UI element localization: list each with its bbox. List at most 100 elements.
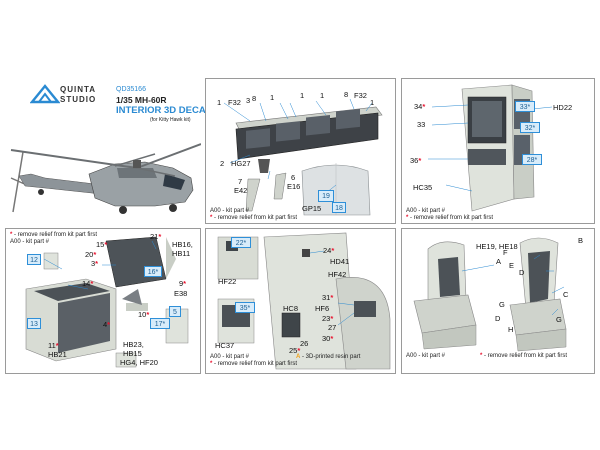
p3-box-33: 33* xyxy=(515,101,535,112)
p4-label-hb15: HB15 xyxy=(123,349,142,358)
p6-note-remove: * - remove relief from kit part first xyxy=(480,353,568,359)
p6-label-d2: D xyxy=(495,314,501,323)
p6-label-g2: G xyxy=(556,315,562,324)
p2-note-remove: * - remove relief from kit part first xyxy=(210,215,297,222)
p6-label-he19: HE19, HE18 xyxy=(476,242,518,251)
p5-label-hf22: HF22 xyxy=(218,277,237,286)
p5-label-hf42: HF42 xyxy=(328,270,347,279)
panel-seats xyxy=(401,228,595,374)
p2-box-19: 19 xyxy=(318,190,334,202)
p4-note-remove: * - remove relief from kit part first xyxy=(10,232,98,238)
p5-label-27: 27 xyxy=(328,323,337,332)
p3-label-7: HC35 xyxy=(413,183,433,192)
p6-label-e: E xyxy=(509,261,515,270)
p2-label-5: 1 xyxy=(320,91,325,100)
p2-label-1: 3 xyxy=(246,96,251,105)
p3-note-remove: * - remove relief from kit part first xyxy=(406,215,494,221)
p2-label-gp15: GP15 xyxy=(302,204,322,213)
p2-label-2: 8 xyxy=(252,94,257,103)
product-title: INTERIOR 3D DECAL xyxy=(116,105,212,116)
p4-box-12: 12 xyxy=(27,254,41,265)
panel-side-console xyxy=(401,78,595,224)
p5-box-35: 35* xyxy=(235,302,255,313)
p5-label-hc8: HC8 xyxy=(283,304,299,313)
panel3-drawing xyxy=(428,84,553,212)
p5-label-23: 23* xyxy=(322,314,334,323)
p5-label-26: 26 xyxy=(300,339,309,348)
p4-label-3: 3* xyxy=(91,259,99,268)
product-kit: (for Kitty Hawk kit) xyxy=(150,117,191,123)
p5-note-remove: * - remove relief from kit part first xyxy=(210,361,298,367)
p4-label-15: 15* xyxy=(96,240,108,249)
p5-label-24: 24* xyxy=(323,246,335,255)
p2-label-8: 1 xyxy=(370,98,375,107)
p2-label-13: E42 xyxy=(234,186,248,195)
panel-instrument-panel xyxy=(205,78,396,224)
p2-note-remove-text: - remove relief from kit part first xyxy=(214,215,298,221)
star-marker: * xyxy=(210,215,213,221)
p2-label-0: F32 xyxy=(228,98,241,107)
p3-label-3: HD22 xyxy=(553,103,573,112)
p4-box-16: 16* xyxy=(144,266,162,277)
p6-label-f: F xyxy=(503,248,508,257)
p6-label-b: B xyxy=(578,236,584,245)
p2-label-7: F32 xyxy=(354,91,367,100)
p6-note-kit: A00 - kit part # xyxy=(406,353,446,359)
p5-label-25: 25* xyxy=(289,346,301,355)
panel6-drawing xyxy=(413,237,567,352)
p4-label-20: 20* xyxy=(85,250,97,259)
p5-label-hc37: HC37 xyxy=(215,341,235,350)
p2-label-14: 6 xyxy=(291,173,296,182)
p5-label-hf6: HF6 xyxy=(315,304,330,313)
p5-box-22: 22* xyxy=(231,237,251,248)
p3-label-6: 36* xyxy=(410,156,422,165)
p6-label-g: G xyxy=(499,300,505,309)
p4-box-17: 17* xyxy=(150,318,170,329)
panel-cabin-parts xyxy=(205,228,396,374)
p3-box-32: 32* xyxy=(520,122,540,133)
p2-note-kit: A00 - kit part # xyxy=(210,208,250,214)
p4-label-e38: E38 xyxy=(174,289,188,298)
p2-label-12: 7 xyxy=(238,177,243,186)
p6-label-a: A xyxy=(496,257,502,266)
p2-label-6: 8 xyxy=(344,90,349,99)
brand-line1: QUINTA xyxy=(60,85,97,94)
quinta-logo xyxy=(30,84,60,104)
p2-label-3: 1 xyxy=(217,98,222,107)
p5-label-30: 30* xyxy=(322,334,334,343)
p5-label-31: 31* xyxy=(322,293,334,302)
p5-label-hd41: HD41 xyxy=(330,257,350,266)
brand-line2: STUDIO xyxy=(60,95,97,104)
p6-label-c: C xyxy=(563,290,569,299)
p4-label-hb23: HB23, xyxy=(123,340,144,349)
p4-note-kit: A00 - kit part # xyxy=(10,239,50,245)
p4-label-4: 4* xyxy=(103,320,111,329)
p2-label-11: HG27 xyxy=(231,159,251,168)
panel2-drawing xyxy=(223,98,383,216)
p3-box-28: 28* xyxy=(522,154,542,165)
p6-label-h: H xyxy=(508,325,514,334)
p3-note-kit: A00 - kit part # xyxy=(406,208,446,214)
p6-label-d: D xyxy=(519,268,525,277)
p2-label-9: 1 xyxy=(300,91,305,100)
p4-label-hb16: HB16, xyxy=(172,240,193,249)
p4-label-hb21: HB21 xyxy=(48,350,67,359)
p5-note-kit: A00 - kit part # xyxy=(210,354,250,360)
panel-overview xyxy=(5,78,201,224)
helicopter-illustration xyxy=(10,143,201,214)
p4-label-9: 9* xyxy=(179,279,187,288)
p2-label-10: 2 xyxy=(220,159,225,168)
p4-label-hg4: HG4, HF20 xyxy=(120,358,158,367)
p2-box-18: 18 xyxy=(332,202,346,213)
p5-note-resin: A - 3D-printed resin part xyxy=(296,354,361,360)
p3-label-0: 34* xyxy=(414,102,426,111)
product-code: QD35166 xyxy=(116,86,146,93)
p4-label-10: 10* xyxy=(138,310,150,319)
p4-box-13: 13 xyxy=(27,318,41,329)
panel-center-console xyxy=(5,228,201,374)
p4-label-hb11: HB11 xyxy=(172,249,191,258)
product-model: 1/35 MH-60R xyxy=(116,95,167,105)
p4-label-14: 14* xyxy=(82,279,94,288)
p4-label-21: 21* xyxy=(150,232,162,241)
p2-label-4: 1 xyxy=(270,93,275,102)
